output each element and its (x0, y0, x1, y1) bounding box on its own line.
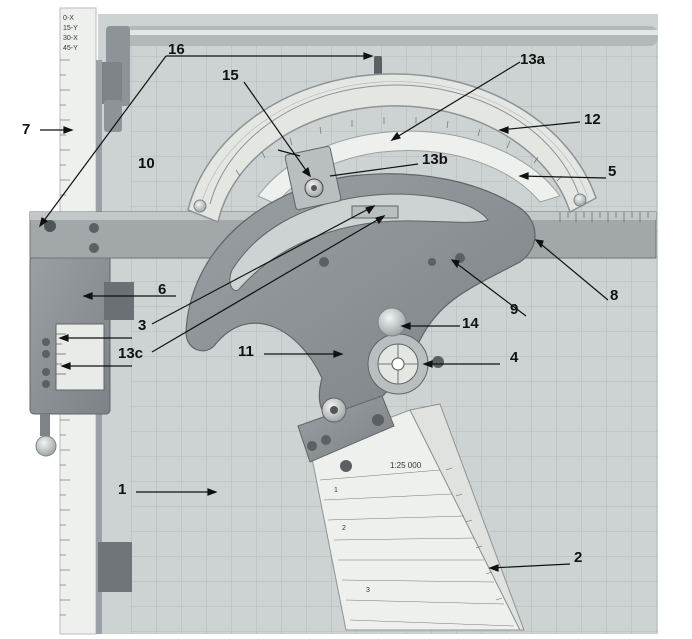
vertical-rail-ticks (60, 59, 70, 616)
callout-3: 3 (138, 317, 146, 334)
callout-1: 1 (118, 481, 126, 498)
callout-labels: 16 15 13a 12 10 13b 5 7 6 8 9 3 14 13c 1… (22, 41, 618, 566)
callout-13a: 13a (520, 51, 546, 68)
callout-9: 9 (510, 301, 518, 318)
callout-12: 12 (584, 111, 601, 128)
ruler-header-2: 30-X (63, 35, 78, 42)
callout-6: 6 (158, 281, 166, 298)
ruler-header-0: 0-X (63, 15, 74, 22)
callout-15: 15 (222, 67, 239, 84)
carriage-lock-knob[interactable] (35, 435, 57, 457)
callout-7: 7 (22, 121, 30, 138)
scale-mark-3: 3 (366, 587, 370, 594)
callout-16: 16 (168, 41, 185, 58)
callout-arrows (39, 52, 609, 572)
callout-13c: 13c (118, 345, 143, 362)
inner-scale (257, 130, 561, 205)
ruler-clamp (297, 395, 395, 463)
callout-11: 11 (238, 343, 254, 360)
callout-10: 10 (138, 155, 155, 172)
top-rail (112, 26, 658, 46)
ruler-header-1: 15-Y (63, 25, 78, 32)
dial-knob[interactable] (377, 307, 407, 337)
rail-block-lower (98, 542, 132, 592)
callout-5: 5 (608, 163, 616, 180)
vernier-13c (351, 205, 399, 219)
callout-8: 8 (610, 287, 618, 304)
ruler-header: 0-X 15-Y 30-X 45-Y (63, 15, 78, 52)
horizontal-arm-ticks (559, 212, 649, 222)
scale-ruler-edge-ticks (445, 467, 503, 601)
callout-14: 14 (462, 315, 479, 332)
callout-2: 2 (574, 549, 582, 566)
carriage-window (55, 323, 105, 391)
scale-mark-2: 2 (342, 525, 346, 532)
callout-4: 4 (510, 349, 519, 366)
scale-ruler-text: 1:25 000 (390, 461, 422, 470)
ruler-header-3: 45-Y (63, 45, 78, 52)
scale-ruler-lines (319, 469, 515, 627)
scale-mark-1: 1 (334, 487, 338, 494)
callout-13b: 13b (422, 151, 448, 168)
vernier-block (284, 145, 342, 211)
